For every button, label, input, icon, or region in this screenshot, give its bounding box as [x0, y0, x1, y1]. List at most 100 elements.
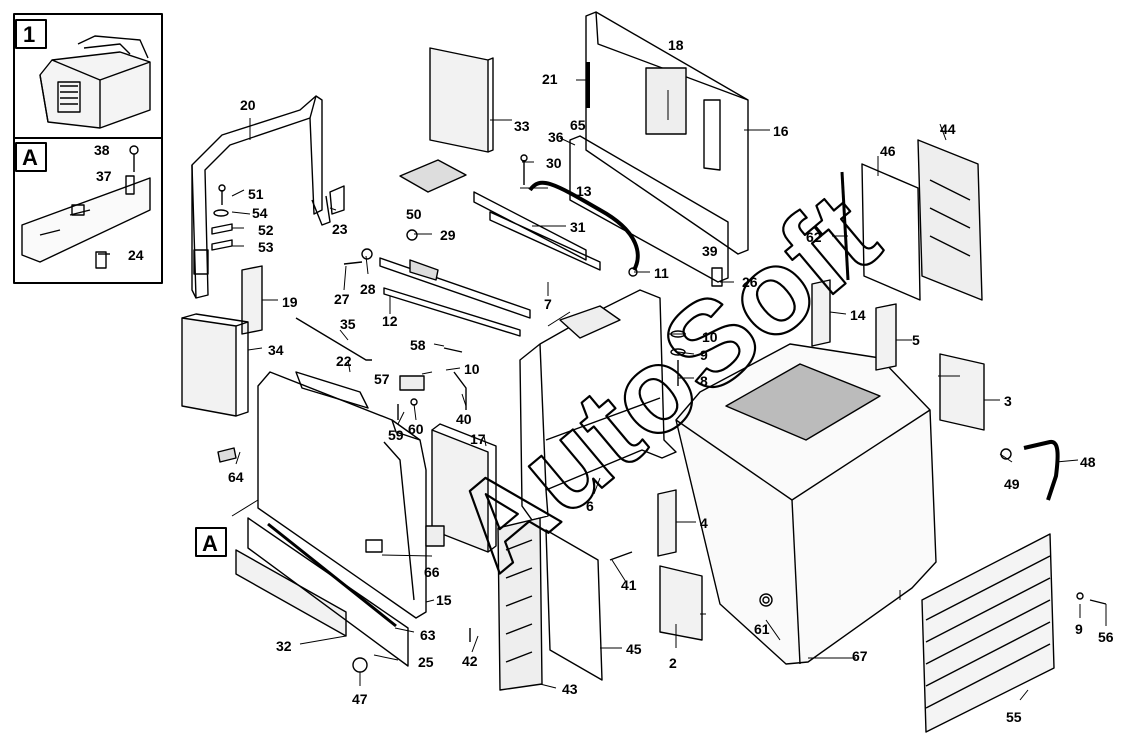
- part-33-panel: [429, 47, 494, 153]
- part-28-washer: [361, 248, 373, 260]
- detail-callout-a: A: [195, 527, 227, 557]
- part-14-panel: [811, 279, 831, 347]
- callout-65: 65: [570, 117, 586, 133]
- callout-46: 46: [880, 143, 896, 159]
- callout-36: 36: [548, 129, 564, 145]
- part-32-strip: [235, 549, 347, 637]
- callout-34: 34: [268, 342, 284, 358]
- callout-51: 51: [248, 186, 264, 202]
- part-25-strip: [247, 517, 409, 667]
- part-15-side-panel: [257, 371, 427, 619]
- part-48-hose: [1023, 439, 1060, 501]
- callout-62: 62: [806, 229, 822, 245]
- part-61-knob: [762, 596, 770, 604]
- callout-17: 17: [470, 431, 486, 447]
- part-17-panel: [431, 423, 497, 553]
- callout-12: 12: [382, 313, 398, 329]
- callout-9: 9: [700, 347, 708, 363]
- callout-45: 45: [626, 641, 642, 657]
- part-22-strip: [295, 371, 369, 409]
- callout-63: 63: [420, 627, 436, 643]
- overview-inset: 1: [13, 13, 163, 139]
- part-34-panel: [181, 313, 249, 417]
- part-27-bolt: [343, 261, 363, 265]
- part-19-panel: [241, 265, 263, 335]
- part-35-rod: [295, 317, 372, 361]
- callout-61: 61: [754, 621, 770, 637]
- callout-60: 60: [408, 421, 424, 437]
- callout-32: 32: [276, 638, 292, 654]
- callout-numbers: 2 3 4 5 6 7 8 9 9 10 10 11 12 13 14 15 1…: [94, 37, 1114, 725]
- callout-58: 58: [410, 337, 426, 353]
- callout-16: 16: [773, 123, 789, 139]
- callout-26: 26: [742, 274, 758, 290]
- part-47-knob: [352, 657, 368, 673]
- callout-43: 43: [562, 681, 578, 697]
- callout-52: 52: [258, 222, 274, 238]
- parts-51-54: [211, 184, 233, 251]
- callout-55: 55: [1006, 709, 1022, 725]
- part-12-rails: [379, 257, 531, 337]
- part-2-panel: [659, 565, 703, 641]
- part-45-frame: [545, 529, 603, 681]
- part-44-grille: [917, 139, 983, 301]
- callout-23: 23: [332, 221, 348, 237]
- callout-57: 57: [374, 371, 390, 387]
- part-23-bracket: [329, 185, 345, 215]
- callout-37: 37: [96, 168, 112, 184]
- callout-24: 24: [128, 247, 144, 263]
- callout-64: 64: [228, 469, 244, 485]
- part-4-panel: [657, 489, 677, 557]
- part-56-bolt: [1089, 599, 1107, 605]
- callout-8: 8: [700, 373, 708, 389]
- part-40-pin: [453, 371, 467, 410]
- callout-35: 35: [340, 316, 356, 332]
- callout-15: 15: [436, 592, 452, 608]
- callout-6: 6: [586, 498, 594, 514]
- callout-4: 4: [700, 515, 708, 531]
- callout-54: 54: [252, 205, 268, 221]
- callout-53: 53: [258, 239, 274, 255]
- callout-41: 41: [621, 577, 637, 593]
- callout-21: 21: [542, 71, 558, 87]
- overview-inset-label: 1: [23, 22, 35, 47]
- callout-47: 47: [352, 691, 368, 707]
- part-58-pin: [443, 347, 463, 353]
- leader-lines: [231, 79, 1107, 701]
- callout-59: 59: [388, 427, 404, 443]
- callout-25: 25: [418, 654, 434, 670]
- callout-20: 20: [240, 97, 256, 113]
- callout-14: 14: [850, 307, 866, 323]
- part-64-clip: [217, 447, 237, 463]
- part-29-washer: [406, 229, 418, 241]
- part-3-panel: [939, 353, 985, 431]
- callout-30: 30: [546, 155, 562, 171]
- part-7-rails: [473, 191, 601, 271]
- part-62-rod: [840, 171, 850, 281]
- callout-22: 22: [336, 353, 352, 369]
- callout-3: 3: [1004, 393, 1012, 409]
- callout-10: 10: [702, 329, 718, 345]
- part-26-bracket: [711, 267, 723, 287]
- callout-19: 19: [282, 294, 298, 310]
- part-46-frame: [861, 163, 921, 301]
- callout-13: 13: [576, 183, 592, 199]
- part-41-bolt: [609, 551, 633, 561]
- part-49-fitting: [1000, 448, 1012, 460]
- callout-29: 29: [440, 227, 456, 243]
- part-9-washer: [1076, 592, 1084, 600]
- callout-49: 49: [1004, 476, 1020, 492]
- callout-7: 7: [544, 296, 552, 312]
- callout-31: 31: [570, 219, 586, 235]
- part-5-panel: [875, 303, 897, 371]
- detail-inset-label: A: [22, 145, 38, 170]
- callout-48: 48: [1080, 454, 1096, 470]
- callout-39: 39: [702, 243, 718, 259]
- part-16-rear-panel: [585, 11, 749, 255]
- callout-28: 28: [360, 281, 376, 297]
- callout-5: 5: [912, 332, 920, 348]
- part-13-hose: [528, 180, 640, 271]
- part-67-cab-body: [675, 343, 937, 665]
- part-36-beam: [569, 135, 729, 283]
